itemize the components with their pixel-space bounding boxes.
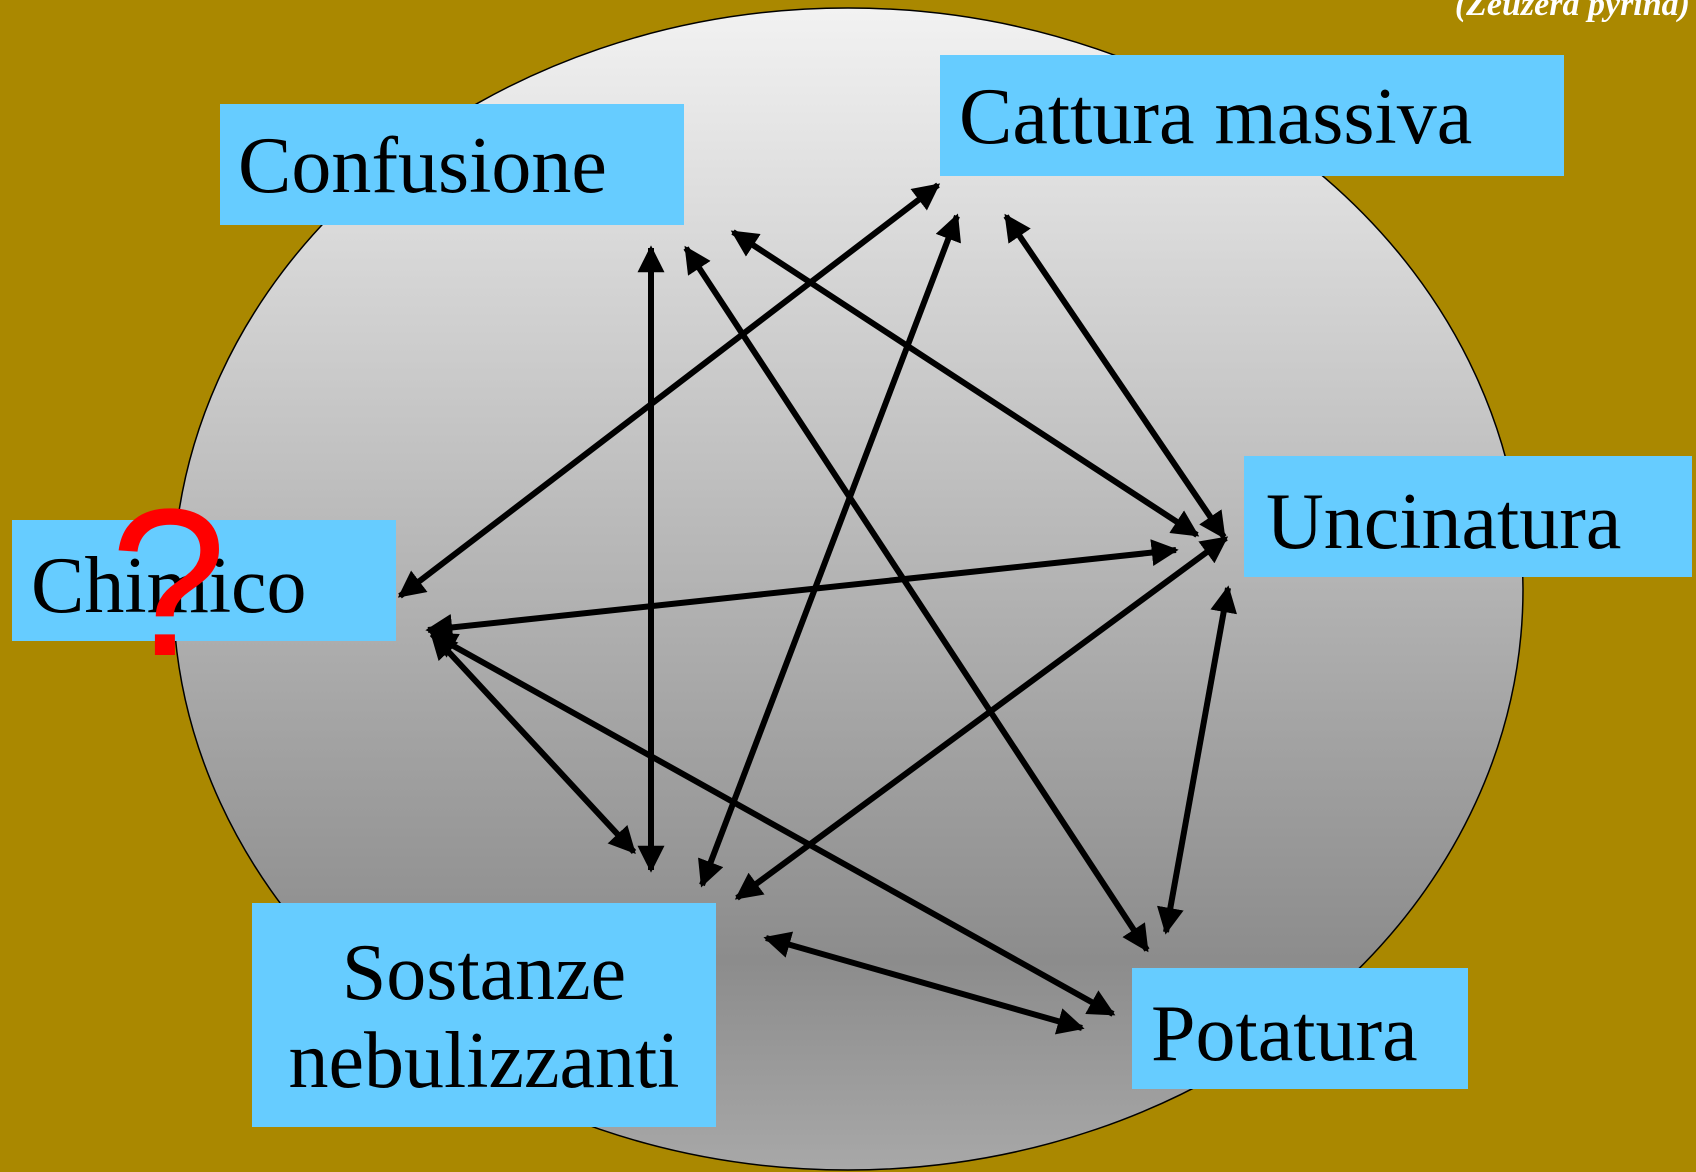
node-uncinatura-label: Uncinatura	[1266, 478, 1622, 566]
arrow-chimico-sostanze	[429, 631, 637, 855]
question-mark: ?	[110, 465, 227, 700]
node-chimico: Chimico	[12, 520, 396, 641]
node-potatura: Potatura	[1132, 968, 1468, 1089]
arrow-cattura-sostanze	[698, 213, 961, 888]
node-potatura-label: Potatura	[1151, 990, 1418, 1078]
node-cattura-massiva-label: Cattura massiva	[959, 73, 1473, 161]
node-confusione: Confusione	[220, 104, 684, 225]
node-cattura-massiva: Cattura massiva	[940, 55, 1564, 176]
arrow-confusione-uncinatura	[730, 229, 1200, 538]
arrow-uncinatura-potatura	[1157, 585, 1237, 935]
corner-title: (Zeuzera pyrina)	[1454, 0, 1690, 23]
arrow-cattura-uncinatura	[1003, 213, 1227, 540]
arrow-uncinatura-sostanze	[734, 535, 1229, 901]
node-sostanze-label-line2: nebulizzanti	[288, 1017, 680, 1105]
node-sostanze-nebulizzanti: Sostanze nebulizzanti	[252, 903, 716, 1127]
node-sostanze-label-line1: Sostanze	[341, 929, 627, 1017]
node-confusione-label: Confusione	[238, 122, 607, 210]
arrow-sostanze-potatura	[763, 931, 1085, 1035]
node-uncinatura: Uncinatura	[1244, 456, 1692, 577]
arrow-cattura-chimico	[397, 182, 941, 599]
node-chimico-label: Chimico	[31, 542, 307, 630]
